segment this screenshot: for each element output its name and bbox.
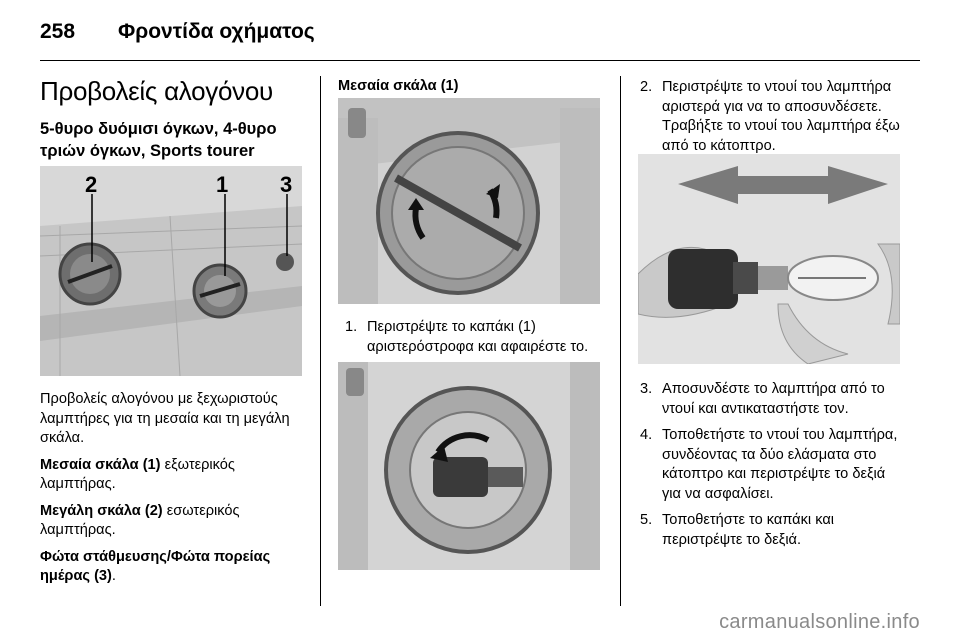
- step-5-text: Τοποθετήστε το καπάκι και περιστρέψτε το…: [662, 512, 835, 548]
- figure-label-3: 3: [280, 172, 292, 197]
- item-high-beam: Μεγάλη σκάλα (2) εσωτερικός λαμπτήρας.: [40, 502, 308, 541]
- column-divider-2: [620, 76, 621, 606]
- item-high-beam-text: εσωτερικός λαμπτήρας.: [40, 502, 240, 539]
- section-title: Προβολείς αλογόνου: [40, 76, 273, 106]
- step-5: 5. Τοποθετήστε το καπάκι και περιστρέψτε…: [640, 511, 902, 550]
- step-1: 1. Περιστρέψτε το καπάκι (1) αριστερόστρ…: [345, 318, 603, 357]
- item-low-beam: Μεσαία σκάλα (1) εξωτερικός λαμπτήρας.: [40, 456, 308, 495]
- step-3-number: 3.: [640, 381, 653, 397]
- step-4-number: 4.: [640, 427, 653, 443]
- step-2-number: 2.: [640, 79, 653, 95]
- item-low-beam-text: εξωτερικός λαμπτήρας.: [40, 456, 235, 493]
- page-number: 258: [40, 20, 76, 43]
- bulb-disconnect-figure: [638, 154, 900, 364]
- step-3-text: Αποσυνδέστε το λαμπτήρα από το ντουί και…: [662, 381, 885, 417]
- middle-heading: Μεσαία σκάλα (1): [338, 78, 459, 94]
- sub-title: 5-θυρο δυόμισι όγκων, 4-θυρο τριών όγκων…: [40, 120, 277, 160]
- step-2: 2. Περιστρέψτε το ντουί του λαμπτήρα αρι…: [640, 78, 902, 156]
- step-1-number: 1.: [345, 319, 358, 335]
- headlamp-rear-figure: 2 1 3: [40, 166, 302, 376]
- step-3: 3. Αποσυνδέστε το λαμπτήρα από το ντουί …: [640, 380, 902, 419]
- running-title: Φροντίδα οχήματος: [118, 20, 315, 43]
- item-high-beam-label: Μεγάλη σκάλα (2): [40, 502, 163, 519]
- cap-removal-figure: [338, 98, 600, 304]
- intro-paragraph: Προβολείς αλογόνου με ξεχωριστούς λαμπτή…: [40, 391, 290, 446]
- left-body: Προβολείς αλογόνου με ξεχωριστούς λαμπτή…: [40, 390, 308, 594]
- step-4: 4. Τοποθετήστε το ντουί του λαμπτήρα, συ…: [640, 426, 902, 504]
- item-low-beam-label: Μεσαία σκάλα (1): [40, 456, 161, 473]
- figure-label-1: 1: [216, 172, 228, 197]
- figure-label-2: 2: [85, 172, 97, 197]
- item-parking-lights: Φώτα στάθμευσης/Φώτα πορείας ημέρας (3).: [40, 548, 308, 587]
- bulb-holder-figure: [338, 362, 600, 570]
- item-parking-lights-text: .: [111, 568, 116, 584]
- step-2-text: Περιστρέψτε το ντουί του λαμπτήρα αριστε…: [662, 79, 900, 154]
- item-parking-lights-label: Φώτα στάθμευσης/Φώτα πορείας ημέρας (3): [40, 548, 271, 585]
- header-rule: [40, 60, 920, 61]
- step-1-text: Περιστρέψτε το καπάκι (1) αριστερόστροφα…: [367, 319, 589, 355]
- right-steps-list: 3. Αποσυνδέστε το λαμπτήρα από το ντουί …: [640, 380, 902, 557]
- watermark: carmanualsonline.info: [719, 611, 920, 633]
- step-5-number: 5.: [640, 512, 653, 528]
- column-divider-1: [320, 76, 321, 606]
- step-4-text: Τοποθετήστε το ντουί του λαμπτήρα, συνδέ…: [662, 427, 898, 502]
